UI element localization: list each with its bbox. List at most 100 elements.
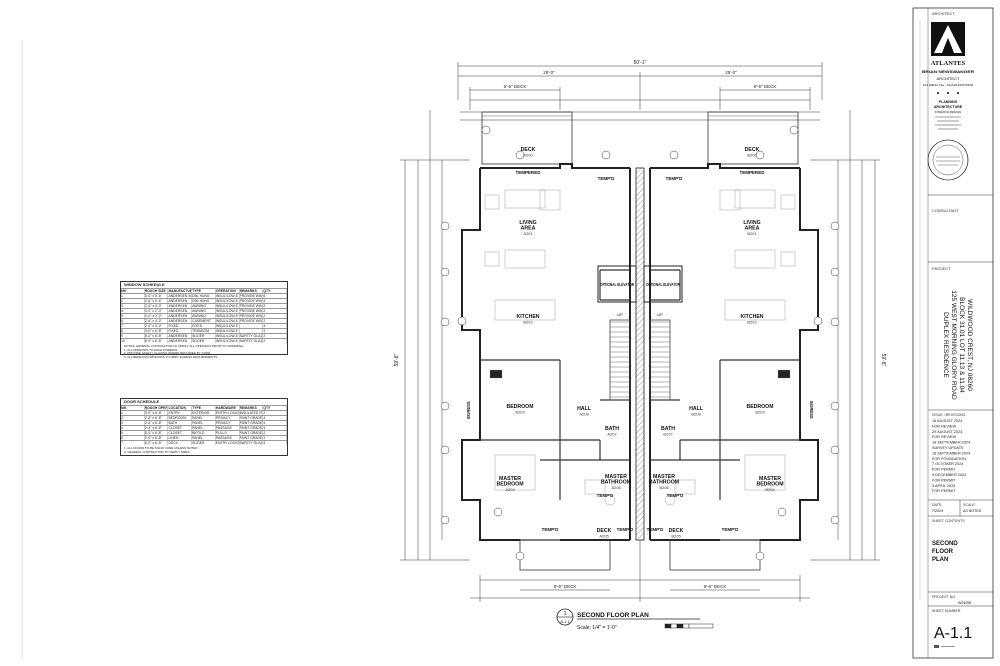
grid-bubble <box>789 125 799 135</box>
grid-bubble <box>755 150 765 160</box>
optional-elevator-b-label: OPTIONAL ELEVATOR <box>646 282 680 287</box>
schedule-header-cell: ROUGH OPENING <box>144 406 169 410</box>
schedule-cell: PANEL <box>192 426 216 430</box>
party-wall <box>635 167 645 541</box>
architect-title: ARCHITECT <box>937 76 960 81</box>
room-code: A204 <box>505 487 515 492</box>
schedule-cell: 9 <box>121 334 145 338</box>
grid-bubble <box>481 125 491 135</box>
schedule-cell: 4 <box>263 421 288 425</box>
schedule-cell: 4 <box>263 299 288 303</box>
schedule-note: 2. PROVIDE SAFETY GLAZING WHERE REQUIRED… <box>124 351 211 356</box>
sheet-number-label: SHEET NUMBER <box>932 609 961 613</box>
schedule-cell: DBL HUNG <box>192 294 216 298</box>
issue-entry: FOR PERMIT <box>932 478 956 482</box>
issue-entry: 7 OCTOBER 2024 <box>932 462 963 466</box>
project-line-4: WILDWOOD CREST, NJ 08260 <box>966 299 973 391</box>
schedule-cell: 5 <box>121 314 145 318</box>
schedule-cell: INSUL/LOW-E <box>215 324 240 328</box>
stairs-unit-a <box>609 319 631 401</box>
schedule-cell: PAINT GRADE <box>239 426 264 430</box>
schedule-cell: INSULATED FIBERGLASS <box>239 411 264 415</box>
schedule-cell: 2 <box>263 309 288 313</box>
issue-entry: FOR PERMIT <box>932 489 956 493</box>
schedule-cell: 2'-0" x 3'-0" <box>145 324 169 328</box>
schedule-cell: AWNING <box>192 304 216 308</box>
drawing-callout-sheet: A-1.1 <box>560 619 570 624</box>
schedule-cell: PROVIDE WINDOW OPENING LIMIT <box>239 309 264 313</box>
schedule-cell: PULLS <box>216 431 240 435</box>
service-3: INTERIOR DESIGN <box>935 110 962 114</box>
schedule-cell: PANEL <box>192 436 216 440</box>
schedule-cell: 2 <box>121 299 145 303</box>
grid-bubble <box>830 515 840 525</box>
schedule-cell: 5'-0" x 6'-8" <box>145 431 169 435</box>
sheet-contents-line-2: FLOOR <box>932 549 954 555</box>
schedule-cell: 4 <box>263 324 288 328</box>
deck-width-bottom-right: 9'-6" DECK <box>704 584 727 589</box>
issue-label: ISSUE / REVISIONS <box>932 413 966 417</box>
schedule-cell: ANDERSEN 400 <box>168 294 193 298</box>
grid-bubble <box>830 221 840 231</box>
schedule-cell: PASSAGE <box>216 426 240 430</box>
schedule-cell: 2 <box>263 411 288 415</box>
sheet-contents-label: SHEET CONTENTS <box>932 519 965 523</box>
scale-label: SCALE: <box>963 503 976 507</box>
schedule-cell: 6 <box>263 294 288 298</box>
room-code: B207 <box>663 432 673 437</box>
grid-bubbles <box>440 125 840 561</box>
schedule-cell: DBL HUNG <box>192 299 216 303</box>
schedule-header-cell: HARDWARE <box>216 406 240 410</box>
schedule-cell: 7 <box>121 441 145 445</box>
tempered-label-b: TEMPERED <box>739 170 765 175</box>
project-line-2: 125 WEST MORNING GLORY ROAD <box>950 290 957 400</box>
architect-license: NJ REG No. 21AI01937000 <box>923 83 973 87</box>
dimension-left <box>400 110 470 561</box>
title-block: ARCHITECT ATLANTES BRIAN NEWSWANGER ARCH… <box>912 7 994 659</box>
deck-a200-outline <box>481 111 573 165</box>
schedule-cell <box>240 329 264 333</box>
schedule-cell: SLIDER <box>192 339 216 343</box>
dimension-right <box>810 110 880 561</box>
furniture-unit-a <box>484 189 616 506</box>
grid-bubble <box>830 445 840 455</box>
schedule-cell: PAINT GRADE <box>239 436 264 440</box>
schedule-cell: PAINT GRADE <box>239 416 264 420</box>
sheet-contents-line-1: SECOND <box>932 541 958 547</box>
schedule-cell: BEDROOM <box>168 416 193 420</box>
room-code: B208 <box>691 412 701 417</box>
temp-label-b-bath: TEMP'D <box>667 493 685 498</box>
schedule-cell: 2 <box>263 314 288 318</box>
schedule-cell: DECK <box>168 441 193 445</box>
sheet-contents-line-3: PLAN <box>932 557 948 563</box>
room-name: HALL <box>577 406 592 412</box>
drawing-scale: Scale: 1/4" = 1'-0" <box>577 625 617 631</box>
schedule-header-cell: MANUFACTURER <box>168 289 193 293</box>
room-name: KITCHEN <box>740 314 763 320</box>
room-code: A205 <box>599 534 609 539</box>
schedule-cell: 6'-0" x 6'-8" <box>145 339 169 343</box>
schedule-cell: LINEN <box>168 436 193 440</box>
window-schedule-title: WINDOW SCHEDULE <box>124 282 165 287</box>
schedule-header-cell: REMARKS <box>240 406 264 410</box>
schedule-cell: 2 <box>263 339 288 343</box>
room-code: B205 <box>671 534 681 539</box>
schedule-header-cell: ROUGH SIZE <box>145 289 169 293</box>
schedule-cell: PRIVACY <box>216 421 240 425</box>
firm-name: ATLANTES <box>931 60 966 67</box>
temp-label-a-top: TEMP'D <box>598 176 616 181</box>
schedule-cell: 3 <box>121 421 145 425</box>
schedule-header-cell: MK <box>121 406 145 410</box>
